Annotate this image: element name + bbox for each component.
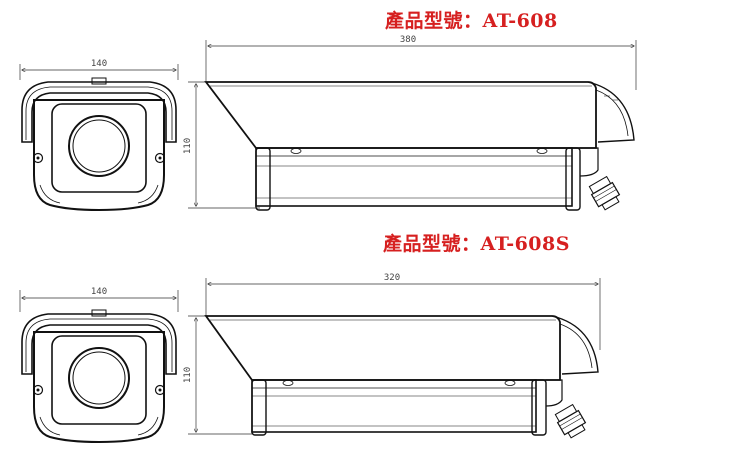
dimension-front-width-1: 140: [91, 59, 107, 69]
front-view-at-608: 140: [19, 59, 179, 211]
dimension-front-width-2: 140: [91, 287, 107, 297]
dimension-length-1: 380: [400, 35, 416, 45]
product-title-at-608s: 產品型號：AT-608S: [383, 233, 570, 255]
front-view-at-608s: 140: [19, 287, 179, 443]
dimension-height-2: 110: [183, 367, 193, 383]
side-view-at-608: 380 110: [183, 35, 637, 211]
product-title-at-608: 產品型號：AT-608: [385, 10, 558, 32]
side-view-at-608s: 320 110: [183, 273, 601, 439]
dimension-length-2: 320: [384, 273, 400, 283]
dimension-height-1: 110: [183, 138, 193, 154]
